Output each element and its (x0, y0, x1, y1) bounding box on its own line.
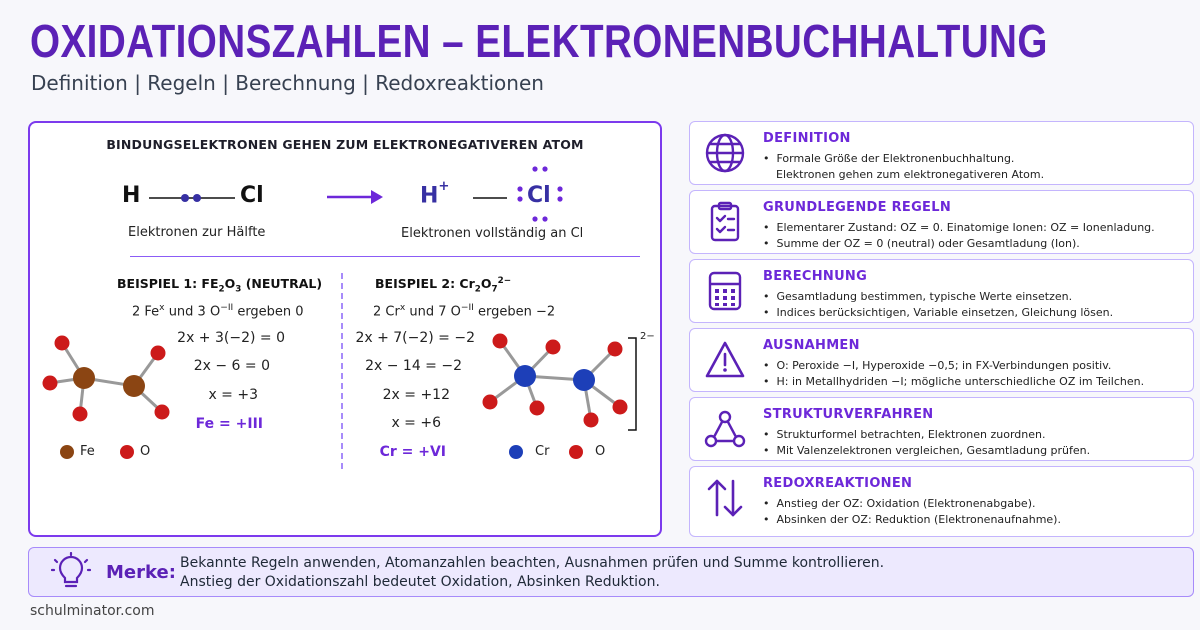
checklist-icon (710, 201, 740, 242)
footer-site: schulminator.com (30, 603, 155, 619)
legend-o: O (120, 444, 150, 459)
card-definition: DEFINITION Formale Größe der Elektronenb… (689, 121, 1194, 185)
merke-label: Merke: (106, 562, 176, 583)
example2-heading: BEISPIEL 2: Cr2O72− (375, 276, 512, 295)
o-dot-icon (569, 444, 583, 459)
fe2o3-molecule (42, 335, 170, 422)
card-line: Strukturformel betrachten, Elektronen zu… (763, 427, 1090, 443)
caption-half-electrons: Elektronen zur Hälfte (128, 225, 266, 240)
card-title: STRUKTURVERFAHREN (763, 407, 934, 422)
card-title: AUSNAHMEN (763, 338, 860, 353)
card-list: Elementarer Zustand: OZ = 0. Einatomige … (763, 220, 1155, 251)
card-list: Anstieg der OZ: Oxidation (Elektronenabg… (763, 496, 1061, 527)
legend-o: O (569, 444, 605, 459)
up-down-arrows-icon (707, 479, 743, 517)
main-panel: BINDUNGSELEKTRONEN GEHEN ZUM ELEKTRONEGA… (28, 121, 662, 537)
card-line: Mit Valenzelektronen vergleichen, Gesamt… (763, 443, 1091, 459)
divider (130, 256, 640, 257)
example2-equation: 2x − 14 = −2 (365, 358, 462, 374)
card-structure: STRUKTURVERFAHREN Strukturformel betrach… (689, 397, 1194, 461)
legend-cr: Cr (509, 444, 549, 459)
example2-equation: x = +6 (391, 415, 441, 431)
lightbulb-icon (51, 552, 91, 588)
fe-dot-icon (60, 444, 74, 459)
example2-description: 2 Crx und 7 O−II ergeben −2 (373, 303, 556, 320)
card-exceptions: AUSNAHMEN O: Peroxide −I, Hyperoxide −0,… (689, 328, 1194, 392)
card-line: Gesamtladung bestimmen, typische Werte e… (763, 289, 1113, 305)
warning-icon (705, 341, 745, 378)
legend-fe: Fe (60, 444, 95, 459)
example1-equation: 2x − 6 = 0 (193, 358, 270, 374)
card-line: Elektronen gehen zum elektronegativeren … (776, 167, 1045, 181)
merke-box: Merke: Bekannte Regeln anwenden, Atomanz… (28, 547, 1194, 597)
card-calculation: BERECHNUNG Gesamtladung bestimmen, typis… (689, 259, 1194, 323)
bond-line (473, 197, 507, 199)
atom-h-left: H (122, 183, 141, 208)
lone-pairs-icon (517, 166, 563, 222)
ion-bracket (628, 337, 637, 431)
card-rules: GRUNDLEGENDE REGELN Elementarer Zustand:… (689, 190, 1194, 254)
card-line: Indices berücksichtigen, Variable einset… (763, 305, 1114, 321)
globe-icon (705, 133, 745, 173)
card-title: BERECHNUNG (763, 269, 868, 284)
calculator-icon (708, 271, 742, 311)
page-subtitle: Definition | Regeln | Berechnung | Redox… (31, 71, 544, 95)
cr2o7-molecule (482, 333, 628, 428)
example2-result: Cr = +VI (379, 444, 446, 460)
card-title: DEFINITION (763, 131, 851, 146)
card-redox: REDOXREAKTIONEN Anstieg der OZ: Oxidatio… (689, 466, 1194, 537)
merke-text: Bekannte Regeln anwenden, Atomanzahlen b… (180, 555, 885, 590)
bracket-charge: 2− (640, 331, 655, 342)
example1-description: 2 Fex und 3 O−II ergeben 0 (132, 303, 304, 320)
card-title: REDOXREAKTIONEN (763, 476, 913, 491)
atom-cl-left: Cl (240, 183, 264, 208)
card-list: O: Peroxide −I, Hyperoxide −0,5; in FX-V… (763, 358, 1145, 390)
atom-cl-minus: Cl (527, 183, 551, 208)
example1-equation: x = +3 (208, 387, 258, 403)
example1-equation: 2x + 3(−2) = 0 (177, 330, 285, 346)
reaction-arrow-icon (327, 190, 383, 204)
card-line: Formale Größe der Elektronenbuchhaltung. (763, 151, 1044, 167)
card-line: Elementarer Zustand: OZ = 0. Einatomige … (763, 220, 1155, 236)
panel-heading: BINDUNGSELEKTRONEN GEHEN ZUM ELEKTRONEGA… (106, 137, 584, 152)
page-title: OXIDATIONSZAHLEN – ELEKTRONENBUCHHALTUNG (30, 15, 1048, 67)
divider-vertical (341, 273, 343, 469)
card-line: Absinken der OZ: Reduktion (Elektronenau… (763, 512, 1061, 528)
card-title: GRUNDLEGENDE REGELN (763, 200, 952, 215)
example2-equation: 2x + 7(−2) = −2 (355, 330, 475, 346)
card-list: Formale Größe der Elektronenbuchhaltung.… (763, 151, 1044, 182)
example1-result: Fe = +III (195, 416, 263, 432)
card-line: H: in Metallhydriden −I; mögliche unters… (763, 374, 1145, 390)
card-list: Gesamtladung bestimmen, typische Werte e… (763, 289, 1114, 321)
card-line: O: Peroxide −I, Hyperoxide −0,5; in FX-V… (763, 358, 1144, 374)
card-line: Summe der OZ = 0 (neutral) oder Gesamtla… (763, 236, 1155, 252)
atom-h-plus: H+ (420, 179, 450, 209)
card-list: Strukturformel betrachten, Elektronen zu… (763, 427, 1091, 459)
example1-heading: BEISPIEL 1: FE2O3 (NEUTRAL) (117, 276, 323, 295)
structure-icon (704, 410, 746, 448)
bond-with-electrons (149, 194, 235, 202)
o-dot-icon (120, 444, 134, 459)
example2-equation: 2x = +12 (382, 387, 450, 403)
cr-dot-icon (509, 444, 523, 459)
caption-full-electrons: Elektronen vollständig an Cl (401, 226, 584, 241)
card-line: Anstieg der OZ: Oxidation (Elektronenabg… (763, 496, 1061, 512)
